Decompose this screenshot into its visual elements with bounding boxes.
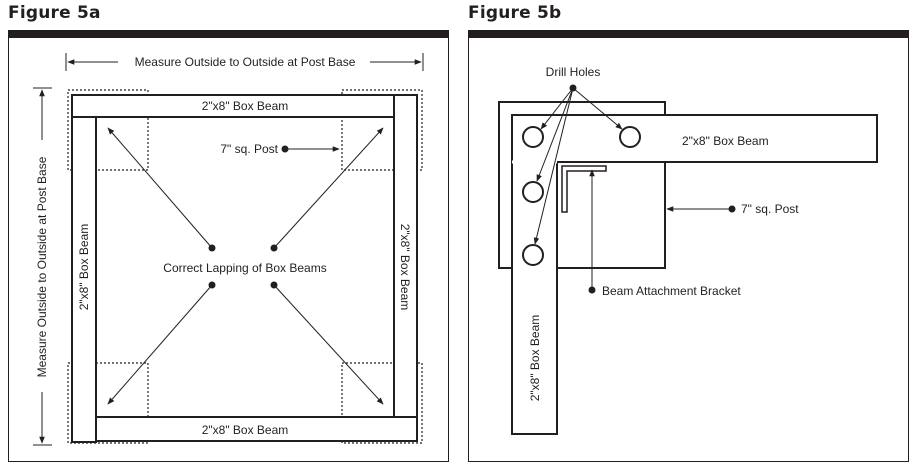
beam-right-label: 2"x8" Box Beam bbox=[398, 224, 412, 311]
hole-2 bbox=[619, 126, 641, 148]
figure-5b-diagram bbox=[498, 101, 878, 435]
post-label-b: 7" sq. Post bbox=[741, 202, 799, 216]
beam-left bbox=[71, 116, 97, 443]
lap-arrow-bottom-left bbox=[107, 284, 213, 405]
figure-5b-panel bbox=[468, 30, 909, 462]
box-beams bbox=[71, 94, 418, 443]
lap-arrow-top-left bbox=[107, 127, 213, 249]
figure-5a-panel bbox=[8, 30, 449, 462]
figure-5b-title: Figure 5b bbox=[468, 3, 562, 23]
bracket-label: Beam Attachment Bracket bbox=[602, 284, 741, 298]
beam-bottom bbox=[95, 416, 418, 442]
post-top-right bbox=[341, 89, 423, 171]
post-outlines bbox=[67, 89, 423, 444]
hole-3 bbox=[522, 181, 544, 203]
post-label-a: 7" sq. Post bbox=[220, 142, 278, 156]
post-bottom-right bbox=[341, 362, 423, 444]
drill-holes bbox=[522, 126, 641, 266]
beam-left-label: 2"x8" Box Beam bbox=[77, 224, 91, 311]
beam-horizontal bbox=[511, 114, 878, 163]
drill-holes-label: Drill Holes bbox=[546, 65, 601, 79]
beam-vertical-label: 2"x8" Box Beam bbox=[528, 315, 542, 402]
figure-5b-pointers bbox=[533, 84, 736, 294]
beam-attachment-bracket bbox=[561, 165, 607, 213]
measure-side-label: Measure Outside to Outside at Post Base bbox=[35, 156, 49, 377]
post-bottom-left bbox=[67, 362, 149, 444]
lap-arrow-top-right bbox=[273, 127, 384, 249]
measure-top-line bbox=[65, 53, 424, 71]
figure-5a-title: Figure 5a bbox=[8, 3, 101, 23]
hole-4 bbox=[522, 244, 544, 266]
beam-vertical bbox=[511, 161, 558, 435]
post-top-left bbox=[67, 89, 149, 171]
beam-horizontal-label: 2"x8" Box Beam bbox=[682, 134, 769, 148]
beam-bottom-label: 2"x8" Box Beam bbox=[202, 423, 289, 437]
hole-1 bbox=[522, 126, 544, 148]
post-pointer bbox=[281, 145, 340, 153]
measure-side-line bbox=[33, 87, 52, 446]
measure-top-label: Measure Outside to Outside at Post Base bbox=[135, 55, 356, 69]
beam-top-label: 2"x8" Box Beam bbox=[202, 99, 289, 113]
lapping-label: Correct Lapping of Box Beams bbox=[163, 261, 326, 275]
lap-arrow-bottom-right bbox=[273, 284, 384, 405]
lapping-arrows bbox=[107, 127, 384, 405]
figure-5a-diagram bbox=[33, 53, 424, 446]
